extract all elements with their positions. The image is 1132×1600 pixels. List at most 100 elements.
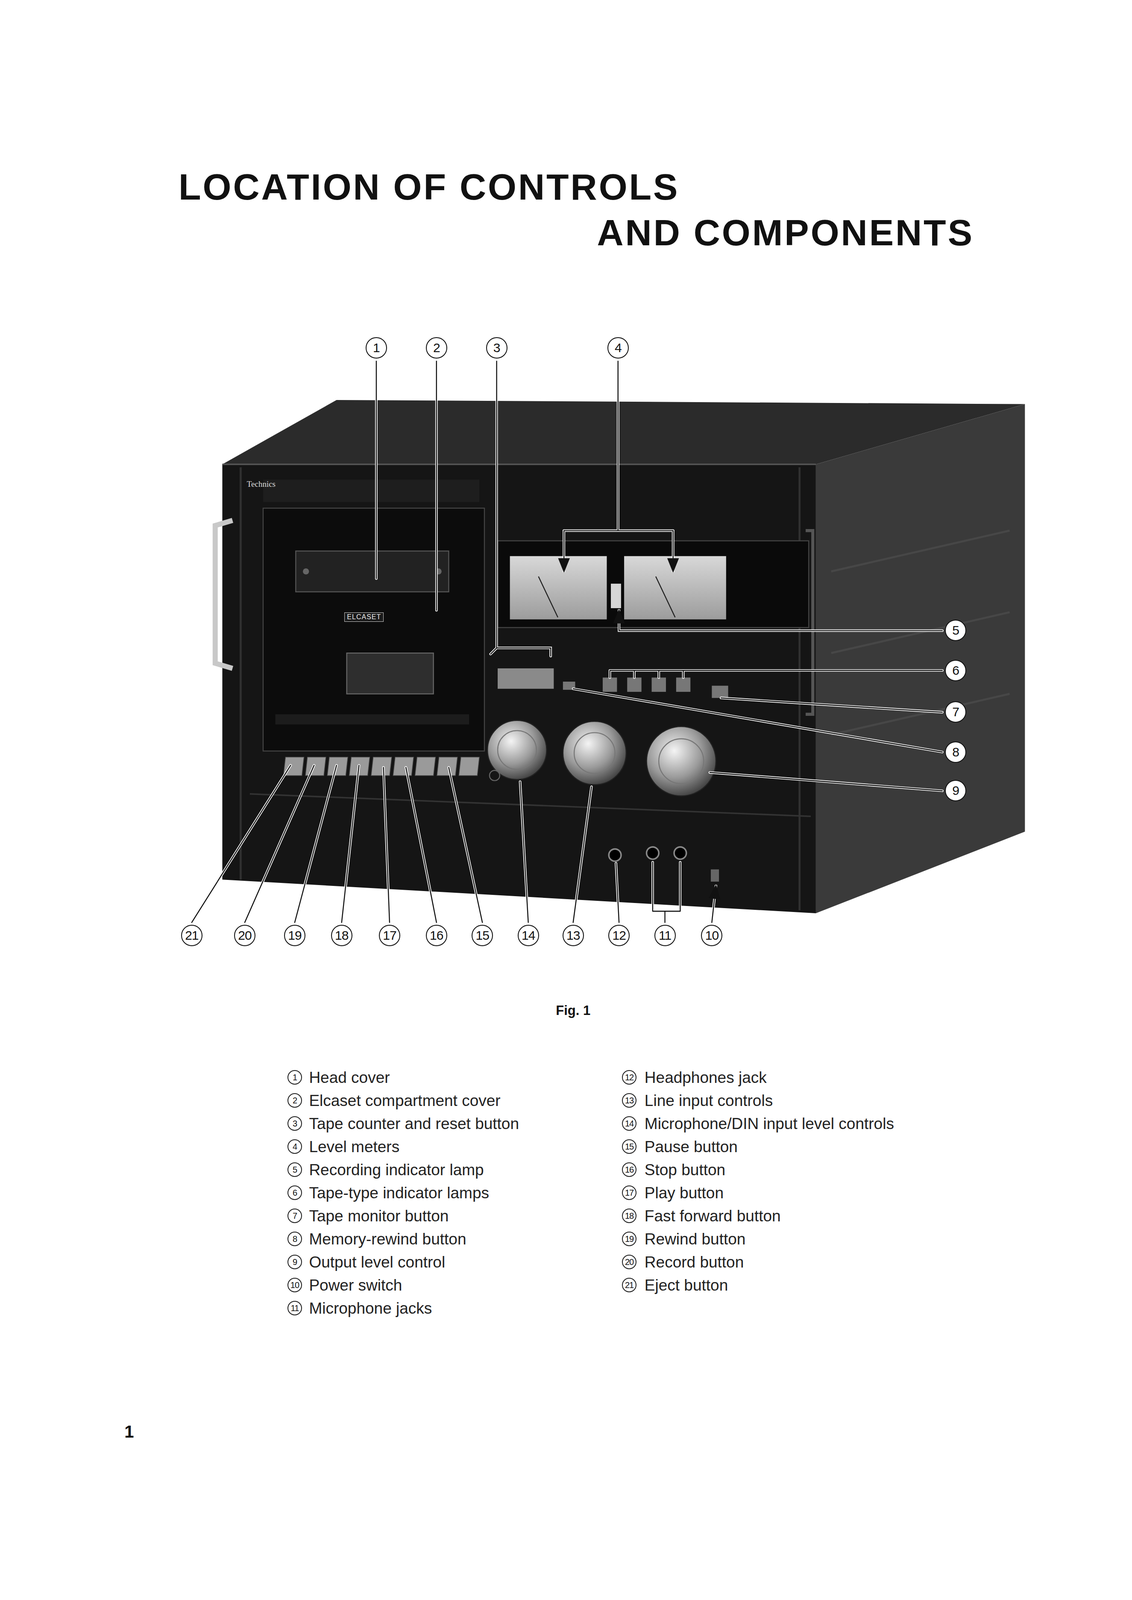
meter-needle: [538, 576, 558, 618]
callout-number: 17: [378, 924, 401, 946]
list-number: 19: [621, 1231, 637, 1246]
page-title: LOCATION OF CONTROLS AND COMPONENTS: [178, 166, 974, 253]
level-knob: [646, 726, 716, 796]
part-name: Headphones jack: [644, 1069, 767, 1086]
page-number: 1: [124, 1422, 134, 1440]
list-number: 20: [621, 1254, 637, 1269]
list-number: 9: [287, 1254, 303, 1269]
part-name: Eject button: [644, 1276, 728, 1293]
callout-number: 3: [486, 337, 508, 359]
cabinet-side: [815, 404, 1025, 913]
list-number: 17: [621, 1184, 637, 1200]
key: [392, 756, 414, 776]
title-block: LOCATION OF CONTROLS AND COMPONENTS: [178, 164, 974, 256]
callout-number: 2: [425, 337, 448, 359]
tape-type-lamp: [602, 677, 617, 692]
key: [436, 756, 458, 776]
power-symbol: [489, 770, 500, 781]
list-number: 5: [287, 1161, 303, 1177]
key: [305, 756, 326, 776]
list-number: 10: [287, 1277, 303, 1292]
list-number: 14: [621, 1115, 637, 1131]
callout-number: 8: [944, 741, 967, 763]
callout-number: 21: [181, 924, 203, 946]
recording-lamp: [610, 583, 622, 608]
part-name: Pause button: [644, 1137, 738, 1154]
level-meter: [624, 555, 727, 619]
meter-needle: [655, 576, 675, 618]
leader-line: [191, 360, 943, 922]
level-knob: [563, 721, 627, 785]
elcaset-compartment: [263, 507, 485, 751]
callout-number: 12: [608, 924, 630, 946]
callout-number: 16: [425, 924, 448, 946]
list-number: 1: [287, 1069, 303, 1085]
list-number: 18: [621, 1208, 637, 1223]
key: [327, 756, 348, 776]
tape-monitor-button: [711, 685, 728, 698]
level-meter: [510, 555, 608, 619]
rack-handle: [215, 520, 233, 669]
part-name: Tape counter and reset button: [308, 1114, 520, 1131]
key: [415, 756, 436, 776]
leader-halo: [191, 360, 943, 922]
part-name: Record button: [644, 1253, 744, 1270]
callout-number: 7: [944, 700, 967, 723]
part-name: Play button: [644, 1184, 724, 1200]
list-number: 7: [287, 1208, 303, 1223]
part-name: Power switch: [308, 1276, 402, 1293]
list-number: 15: [621, 1138, 637, 1154]
callout-number: 4: [607, 337, 629, 359]
knob-ring: [497, 730, 537, 770]
part-name: Microphone jacks: [308, 1299, 432, 1316]
part-name: Microphone/DIN input level controls: [644, 1114, 895, 1131]
callout-number: 15: [471, 924, 493, 946]
callout-number: 18: [331, 924, 353, 946]
list-number: 13: [621, 1092, 637, 1108]
callout-number: 9: [944, 779, 967, 801]
part-name: Recording indicator lamp: [308, 1161, 484, 1177]
head-cover: [295, 550, 449, 592]
cassette-window: [346, 652, 434, 694]
list-number: 12: [621, 1069, 637, 1085]
headphones-jack: [608, 848, 622, 862]
side-panel-lines: [831, 530, 1010, 735]
key: [371, 756, 392, 776]
list-number: 3: [287, 1115, 303, 1131]
part-name: Head cover: [308, 1069, 390, 1086]
list-number: 6: [287, 1184, 303, 1200]
callout-number: 14: [517, 924, 540, 946]
callout-number: 10: [700, 924, 723, 946]
microphone-jack: [646, 846, 660, 860]
callout-number: 5: [944, 619, 967, 641]
list-number: 16: [621, 1161, 637, 1177]
tape-type-lamp: [651, 677, 666, 692]
part-name: Fast forward button: [644, 1207, 781, 1223]
front-panel: [222, 463, 816, 913]
tape-type-lamp: [627, 677, 642, 692]
list-number: 2: [287, 1092, 303, 1108]
callout-number: 6: [944, 659, 967, 681]
part-name: Elcaset compartment cover: [308, 1092, 501, 1109]
list-number: 4: [287, 1138, 303, 1154]
knob-ring: [574, 732, 615, 774]
list-number: 21: [621, 1277, 637, 1292]
part-name: Tape monitor button: [308, 1207, 449, 1223]
name-band: [263, 479, 480, 502]
cassette-label-strip: [275, 713, 470, 725]
screw: [302, 568, 309, 575]
callout-number: 11: [654, 924, 676, 946]
cassette-badge: ELCASET: [344, 612, 384, 622]
part-name: Memory-rewind button: [308, 1230, 467, 1247]
callout-number: 1: [365, 337, 388, 359]
rack-ear: [798, 467, 801, 910]
title-spacer: [734, 164, 974, 210]
tape-counter: [497, 668, 554, 689]
list-number: 8: [287, 1231, 303, 1246]
top-edge: [222, 463, 816, 466]
part-name: Rewind button: [644, 1230, 746, 1247]
figure-caption: Fig. 1: [555, 1002, 591, 1017]
microphone-jack: [674, 846, 687, 860]
list-number: 11: [287, 1300, 303, 1315]
part-name: Output level control: [308, 1253, 446, 1270]
